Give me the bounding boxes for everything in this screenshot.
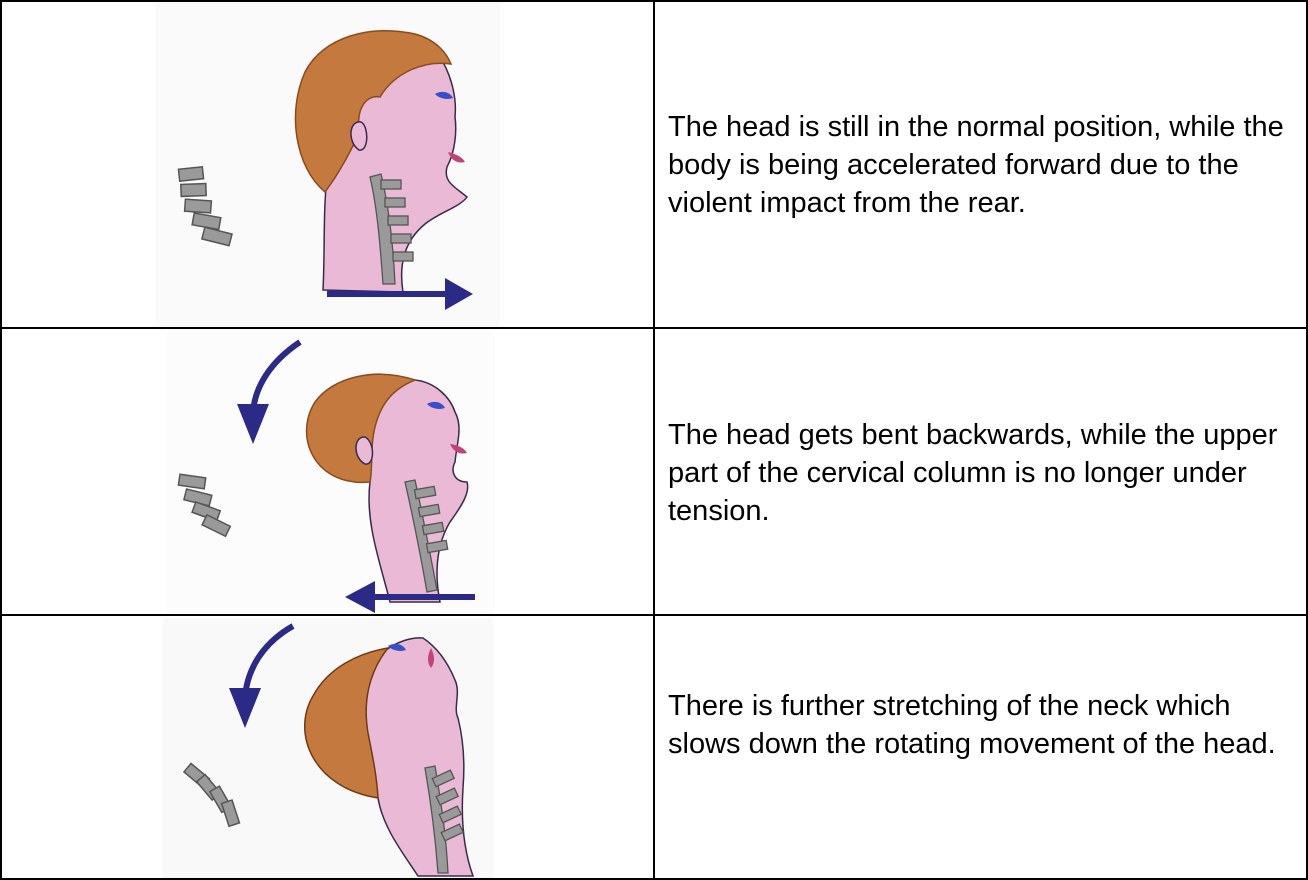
vertebrae-stack [184,763,240,826]
head-neck-drawing [163,618,493,880]
head-neck-drawing [155,2,500,326]
whiplash-stage-1-illustration [155,2,500,326]
caption-cell: The head is still in the normal position… [654,0,1308,328]
caption-cell: There is further stretching of the neck … [654,615,1308,880]
table-border-row-1 [0,327,1308,329]
table-border-top [0,0,1308,2]
vertebrae-stack [178,167,232,246]
caption-text: The head is still in the normal position… [668,108,1290,222]
caption-text: There is further stretching of the neck … [668,687,1290,763]
table-border-left [0,0,2,880]
whiplash-stage-3-illustration [163,618,493,880]
vertebrae-stack [178,474,230,536]
illustration-cell [0,0,654,328]
whiplash-stage-2-illustration [165,332,495,615]
caption-cell: The head gets bent backwards, while the … [654,328,1308,615]
rotation-arrow-icon [229,626,293,728]
rotation-arrow-icon [237,342,300,444]
caption-text: The head gets bent backwards, while the … [668,416,1290,530]
table-border-row-2 [0,614,1308,616]
table-border-middle [653,0,655,880]
illustration-cell [0,615,654,880]
illustration-cell [0,328,654,615]
head-neck-drawing [165,332,495,615]
